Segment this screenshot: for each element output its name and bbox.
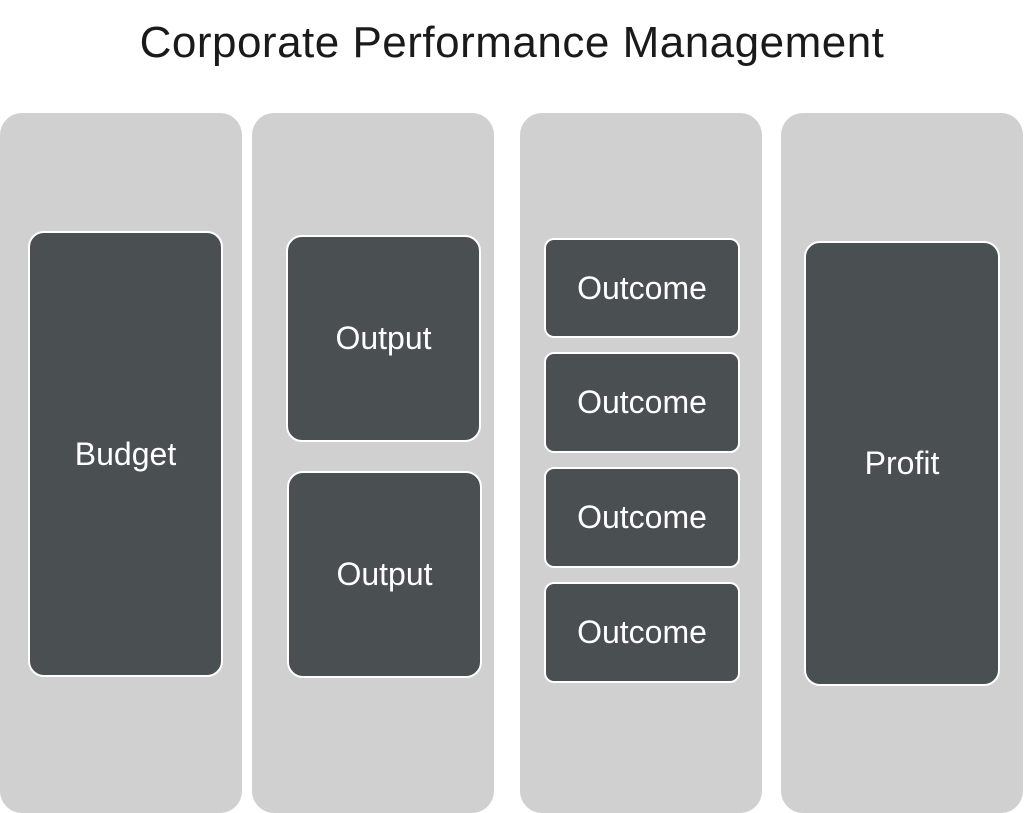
column-outcome: Outcome Outcome Outcome Outcome	[520, 113, 762, 813]
outcome-box-3: Outcome	[544, 467, 740, 568]
diagram-title: Corporate Performance Management	[139, 18, 885, 67]
profit-box: Profit	[804, 241, 1000, 686]
output-box-2: Output	[287, 471, 482, 678]
outcome-box-4: Outcome	[544, 582, 740, 683]
outcome-box-1: Outcome	[544, 238, 740, 338]
column-output: Output Output	[252, 113, 494, 813]
output-box-1: Output	[286, 235, 481, 442]
column-profit: Profit	[781, 113, 1023, 813]
outcome-box-2: Outcome	[544, 352, 740, 453]
budget-box: Budget	[28, 231, 223, 677]
column-budget: Budget	[0, 113, 242, 813]
